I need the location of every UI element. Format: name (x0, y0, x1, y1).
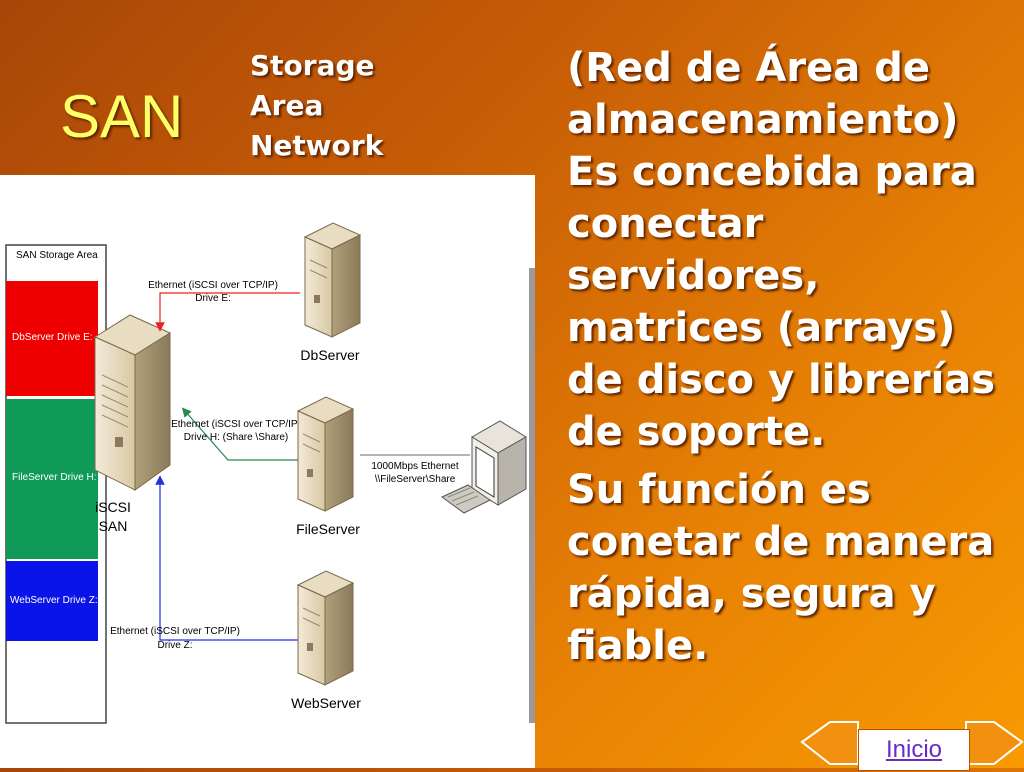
web-link-line (155, 475, 300, 641)
panel-edge-divider (529, 268, 535, 723)
body-paragraph: Su función es conetar de manera rápida, … (567, 467, 995, 669)
slide-title: SAN (60, 83, 184, 150)
file-link-label-2: Drive H: (Share \Share) (184, 432, 288, 443)
drive-db (6, 281, 98, 396)
subtitle-line: Storage (250, 49, 375, 82)
file-server-icon (296, 396, 355, 512)
slide-subtitle: Storage Area Network (250, 46, 430, 166)
drive-web (6, 561, 98, 641)
web-link-label-1: Ethernet (iSCSI over TCP/IP) (110, 626, 240, 637)
san-tower-icon (93, 314, 172, 491)
subtitle-line: Area (250, 89, 324, 122)
slide-body: (Red de Área de almacenamiento) Es conce… (567, 42, 1019, 678)
subtitle-line: Network (250, 129, 384, 162)
db-link-label-1: Ethernet (iSCSI over TCP/IP) (148, 280, 278, 291)
file-link-label-1: Ethernet (iSCSI over TCP/IP) (171, 419, 301, 430)
client-workstation-icon (441, 420, 527, 514)
db-server-icon (303, 222, 362, 338)
file-server-label: FileServer (296, 521, 360, 537)
client-link-label-1: 1000Mbps Ethernet (371, 461, 459, 472)
file-link-line (181, 407, 300, 461)
san-diagram: SAN Storage Area DbServer Drive E: FileS… (0, 175, 535, 768)
db-link-label-2: Drive E: (195, 293, 231, 304)
drive-web-label: WebServer Drive Z: (10, 595, 98, 606)
web-link-label-2: Drive Z: (158, 640, 193, 651)
storage-area-label: SAN Storage Area (16, 250, 98, 261)
next-arrow-icon[interactable] (965, 721, 1024, 765)
web-server-label: WebServer (291, 695, 361, 711)
san-label-line2: SAN (99, 518, 128, 534)
drive-file-label: FileServer Drive H: (12, 472, 96, 483)
db-server-label: DbServer (300, 347, 359, 363)
web-server-icon (296, 570, 355, 686)
db-link-line (155, 292, 300, 332)
client-link-label-2: \\FileServer\Share (375, 474, 456, 485)
body-paragraph: (Red de Área de almacenamiento) Es conce… (567, 45, 996, 455)
drive-file (6, 399, 98, 559)
previous-arrow-icon[interactable] (800, 721, 859, 765)
inicio-button[interactable]: Inicio (858, 729, 970, 771)
drive-db-label: DbServer Drive E: (12, 332, 93, 343)
san-label-line1: iSCSI (95, 499, 131, 515)
